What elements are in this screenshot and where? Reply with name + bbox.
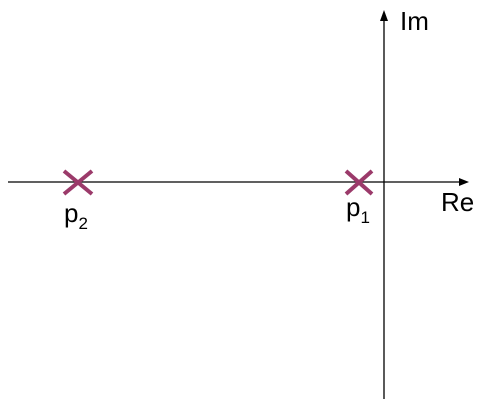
pole-1-marker (344, 169, 374, 196)
pole-1-symbol: p (346, 192, 360, 222)
pole-1-label: p1 (346, 192, 370, 227)
imaginary-axis-label: Im (400, 6, 429, 36)
pole-2-label: p2 (64, 198, 88, 233)
real-axis: Re (8, 178, 474, 217)
pole-1: p1 (344, 169, 374, 227)
imaginary-axis: Im (380, 6, 429, 399)
pole-2: p2 (62, 169, 94, 233)
pole-2-marker (62, 169, 94, 196)
imaginary-axis-arrowhead (380, 10, 388, 21)
real-axis-arrowhead (459, 178, 469, 186)
pole-2-subscript: 2 (78, 214, 87, 233)
pole-2-symbol: p (64, 198, 78, 228)
real-axis-label: Re (441, 187, 474, 217)
pole-1-subscript: 1 (360, 208, 369, 227)
